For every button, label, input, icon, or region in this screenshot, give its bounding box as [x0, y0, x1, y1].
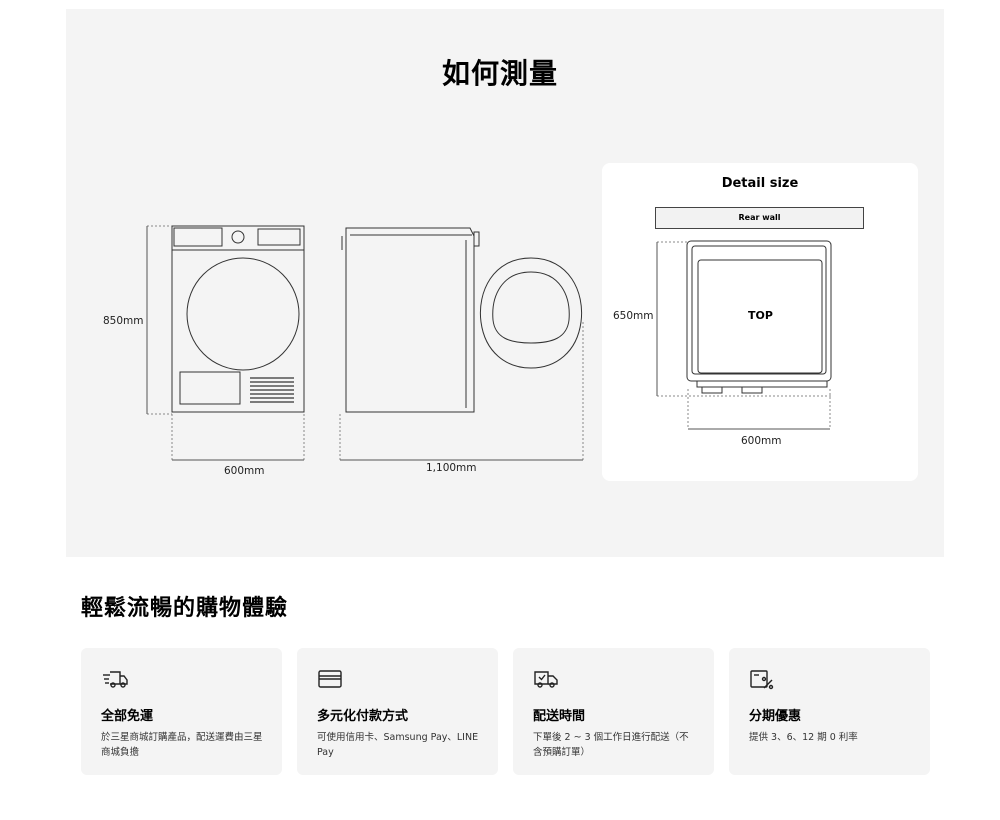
- installment-percent-icon: [749, 668, 777, 696]
- feature-desc: 提供 3、6、12 期 0 利率: [749, 732, 858, 743]
- detail-width-label: 600mm: [741, 435, 782, 447]
- feature-title: 配送時間: [533, 709, 586, 724]
- top-view-diagram: [656, 240, 832, 430]
- detail-depth-label: 650mm: [613, 310, 654, 322]
- feature-desc: 於三星商城訂購產品，配送運費由三星商城負擔: [101, 732, 263, 758]
- feature-title: 全部免運: [101, 709, 154, 724]
- control-dial-icon: [231, 230, 245, 244]
- feature-card-payment: 多元化付款方式 可使用信用卡、Samsung Pay、LINE Pay: [297, 648, 498, 775]
- filter-cover: [179, 371, 241, 405]
- delivery-van-icon: [533, 668, 561, 694]
- credit-card-icon: [317, 668, 345, 694]
- feature-title: 分期優惠: [749, 709, 802, 724]
- feature-card-installment: 分期優惠 提供 3、6、12 期 0 利率: [729, 648, 930, 775]
- detail-size-card: Detail size Rear wall TOP 650mm 600mm: [602, 163, 918, 481]
- detail-size-title: Detail size: [721, 176, 799, 191]
- feature-desc: 下單後 2 ~ 3 個工作日進行配送（不含預購訂單）: [533, 732, 689, 758]
- height-label: 850mm: [103, 315, 144, 327]
- front-view-body: [171, 225, 305, 413]
- width-label: 600mm: [224, 465, 265, 477]
- feature-card-delivery-time: 配送時間 下單後 2 ~ 3 個工作日進行配送（不含預購訂單）: [513, 648, 714, 775]
- delivery-truck-icon: [101, 668, 129, 694]
- feature-card-free-shipping: 全部免運 於三星商城訂購產品，配送運費由三星商城負擔: [81, 648, 282, 775]
- open-door: [479, 257, 583, 369]
- section-heading: 輕鬆流暢的購物體驗: [81, 596, 289, 621]
- dryer-diagram: [146, 225, 584, 461]
- measure-title: 如何測量: [441, 57, 558, 90]
- feature-desc: 可使用信用卡、Samsung Pay、LINE Pay: [317, 732, 479, 758]
- side-view-body: [345, 227, 475, 413]
- rear-wall-bar: Rear wall: [655, 207, 864, 229]
- detergent-drawer: [173, 227, 223, 247]
- display-panel: [257, 228, 301, 246]
- depth-label: 1,100mm: [426, 462, 477, 474]
- top-label: TOP: [748, 309, 773, 322]
- feature-title: 多元化付款方式: [317, 709, 409, 724]
- door-circle: [186, 257, 300, 371]
